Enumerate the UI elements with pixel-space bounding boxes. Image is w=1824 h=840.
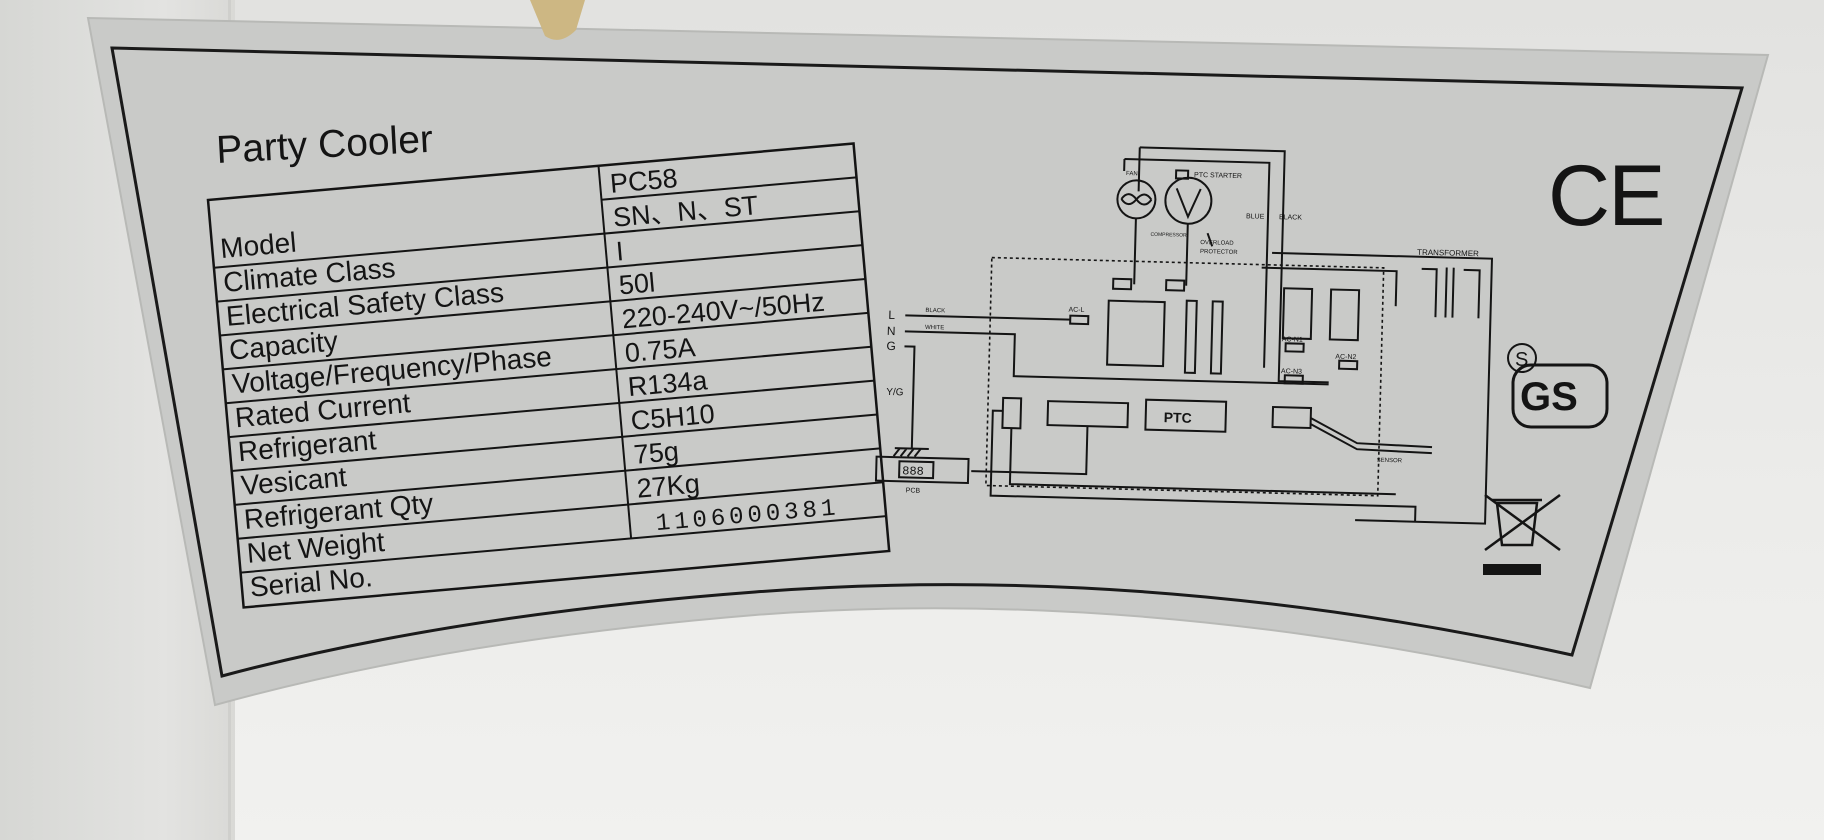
- spec-table-divider: [597, 165, 633, 539]
- diagram-label-fan: FAN: [1126, 171, 1138, 177]
- ground-symbol: [892, 447, 929, 458]
- sensor-wire: [1310, 417, 1433, 455]
- spec-row-line: [231, 413, 878, 472]
- transformer-relay-box: [1328, 288, 1361, 342]
- diagram-label-protector: PROTECTOR: [1200, 249, 1238, 256]
- diagram-label-black-wire: BLACK: [925, 308, 945, 315]
- fan-symbol-glyph: [1120, 193, 1153, 206]
- bin-body: [1495, 501, 1539, 547]
- rating-label-plate: [86, 16, 1770, 707]
- compressor-symbol-glyph: [1175, 188, 1202, 220]
- diagram-label-ptc-starter: PTC STARTER: [1194, 172, 1242, 180]
- pcb-wire: [989, 409, 1417, 522]
- diagram-label-yg: Y/G: [886, 387, 904, 398]
- diagram-label-overload: OVERLOAD: [1200, 240, 1234, 247]
- diagram-label-ac-l: AC-L: [1068, 307, 1084, 314]
- diagram-label-pcb: PCB: [906, 487, 921, 494]
- gs-mark-icon: S GS: [1507, 343, 1609, 429]
- motor-circuit-wire: [1124, 158, 1271, 368]
- diagram-label-white-wire: WHITE: [925, 325, 944, 332]
- spec-row-line: [216, 244, 863, 303]
- spec-row-line: [240, 515, 887, 574]
- spec-value-capacity: 50l: [618, 267, 657, 300]
- diagram-label-ptc: PTC: [1164, 409, 1192, 426]
- spec-row-line: [222, 311, 869, 371]
- spec-label-model: Model: [219, 227, 298, 265]
- diagram-label-black: BLACK: [1279, 214, 1302, 222]
- terminal-block: [1112, 277, 1133, 291]
- weee-crossed-bin-icon: [1483, 493, 1561, 575]
- diagram-label-ac-n3: AC-N3: [1281, 368, 1302, 376]
- wiring-diagram: FAN PTC STARTER COMPRESSOR OVERLOAD PROT…: [874, 146, 1494, 525]
- control-box-outline: [985, 256, 1385, 497]
- terminal-ac-n3: [1283, 374, 1304, 385]
- spec-value-model: PC58: [609, 163, 679, 199]
- transformer-coil: [1444, 267, 1455, 318]
- pcb-display: [898, 460, 935, 480]
- spec-row-line: [213, 210, 860, 269]
- bin-cross-line: [1484, 493, 1561, 552]
- diagram-label-display: 888: [902, 464, 924, 479]
- transformer-wire: [1261, 266, 1398, 307]
- weee-bar: [1483, 564, 1541, 575]
- diagram-label-blue: BLUE: [1246, 213, 1265, 220]
- gs-letters: GS: [1520, 375, 1578, 419]
- spec-row-line: [601, 176, 857, 201]
- spec-value-refrigerant: R134a: [627, 365, 710, 402]
- transformer-relay-box: [1281, 287, 1314, 340]
- spec-row-line: [234, 447, 881, 506]
- diagram-label-ac-n1: AC-N1: [1282, 336, 1303, 344]
- transformer-wire: [1272, 251, 1494, 525]
- diagram-label-ac-n2: AC-N2: [1335, 354, 1356, 362]
- spec-row-line: [225, 345, 872, 405]
- diagram-label-compressor: COMPRESSOR: [1150, 232, 1187, 239]
- terminal-ac-n2: [1338, 359, 1359, 371]
- line-input-wire: [904, 314, 1329, 449]
- terminal-ac-l: [1069, 314, 1090, 326]
- fuse-symbol: [1209, 300, 1224, 375]
- fuse-symbol: [1183, 299, 1198, 374]
- relay-box: [1106, 299, 1166, 368]
- rating-label-border: [110, 46, 1745, 678]
- terminal-block: [1165, 279, 1186, 292]
- diagram-label-transformer: TRANSFORMER: [1417, 248, 1479, 259]
- compressor-wire: [1133, 218, 1214, 286]
- diagram-label-g: G: [886, 339, 896, 353]
- ptc-starter-box: [1174, 169, 1190, 180]
- spec-row-line: [219, 278, 866, 337]
- diagram-label-l: L: [888, 308, 895, 322]
- diagram-label-n: N: [887, 324, 896, 338]
- pcb-wire: [971, 426, 1089, 476]
- diagram-label-sensor: SENSOR: [1377, 458, 1403, 465]
- gs-s-circle: [1507, 343, 1537, 373]
- spec-row-line: [228, 379, 875, 439]
- spec-value-rated-current: 0.75A: [624, 332, 697, 368]
- spec-value-refrigerant-qty: 75g: [633, 436, 681, 470]
- tape-fragment: [530, 0, 585, 40]
- ce-mark-icon: CE: [1548, 148, 1663, 244]
- pcb-board: [874, 455, 970, 485]
- gs-badge: [1511, 363, 1609, 429]
- fan-wire: [1123, 147, 1141, 192]
- spec-value-electrical-safety-class: I: [615, 236, 625, 267]
- ptc-box: [1144, 398, 1228, 433]
- spec-row-line: [237, 481, 884, 540]
- spec-value-net-weight: 27Kg: [635, 468, 700, 503]
- spec-value-vesicant: C5H10: [630, 399, 716, 436]
- transformer-winding: [1421, 267, 1481, 319]
- terminal-ac-n1: [1284, 342, 1305, 353]
